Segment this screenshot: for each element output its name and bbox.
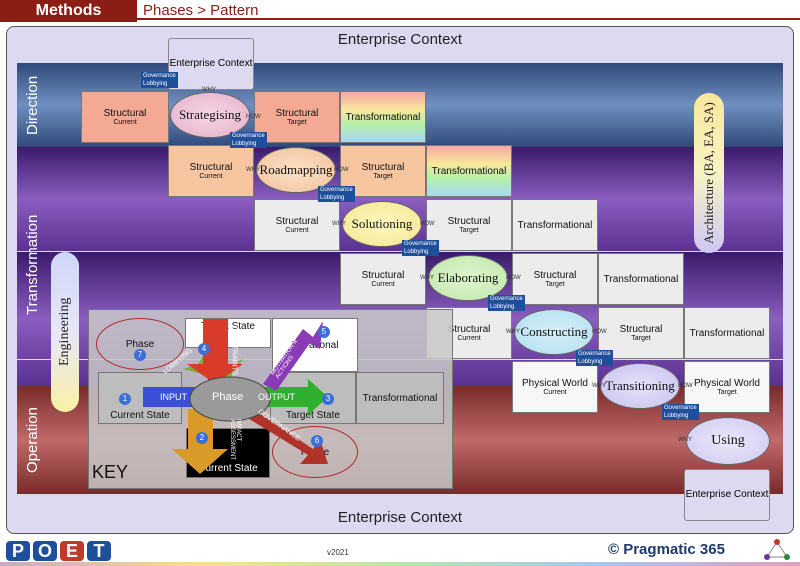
key-number-badge: 7 xyxy=(134,349,146,361)
constraints-arrow xyxy=(187,319,243,384)
logo-letter: O xyxy=(33,541,57,561)
why-tag: WHY xyxy=(506,329,520,335)
logo-letter: T xyxy=(87,541,111,561)
architecture-label: Architecture (BA, EA, SA) xyxy=(694,93,724,253)
enterprise-context-box-bottom[interactable]: Enterprise Context xyxy=(684,469,770,521)
enterprise-context-bottom: Enterprise Context xyxy=(337,509,463,526)
transformational-box[interactable]: Transformational xyxy=(598,253,684,305)
key-number-badge: 3 xyxy=(322,393,334,405)
key-phase-center xyxy=(189,376,271,422)
how-tag: HOW xyxy=(334,167,349,173)
engineering-label: Engineering xyxy=(51,252,79,412)
transformation-label: Transformation xyxy=(24,214,41,316)
section-title: Methods xyxy=(0,0,137,22)
why-tag: WHY xyxy=(420,275,434,281)
governance-arrow xyxy=(246,409,328,464)
transformational-box[interactable]: Transformational xyxy=(684,307,770,359)
direction-label: Direction xyxy=(24,75,41,135)
phase-constructing[interactable]: Constructing xyxy=(514,309,594,355)
breadcrumb[interactable]: Phases > Pattern xyxy=(137,0,800,20)
key-number-badge: 1 xyxy=(119,393,131,405)
version-label: v2021 xyxy=(327,548,349,557)
key-number-badge: 4 xyxy=(198,343,210,355)
output-label: OUTPUT xyxy=(258,392,295,402)
enterprise-context-box-top[interactable]: Enterprise Context xyxy=(168,38,254,90)
key-number-badge: 2 xyxy=(196,432,208,444)
motivation-arrow xyxy=(263,321,323,391)
brand-label: © Pragmatic 365 xyxy=(608,541,725,558)
phase-roadmapping[interactable]: Roadmapping xyxy=(256,147,336,193)
how-tag: HOW xyxy=(246,114,261,120)
phase-using[interactable]: Using xyxy=(686,417,770,465)
why-tag: WHY xyxy=(202,87,216,93)
why-tag: WHY xyxy=(592,383,606,389)
footer-gradient-line xyxy=(0,562,800,566)
phase-solutioning[interactable]: Solutioning xyxy=(342,201,422,247)
network-icon xyxy=(764,539,790,560)
impact-label: IMPACT ASSESSMENT xyxy=(229,419,241,461)
phase-strategising[interactable]: Strategising xyxy=(170,92,250,138)
key-phase-ellipse: Phase xyxy=(96,318,184,370)
phase-elaborating[interactable]: Elaborating xyxy=(428,255,508,301)
band-divider xyxy=(17,251,783,252)
key-number-badge: 5 xyxy=(318,326,330,338)
logo-letter: P xyxy=(6,541,30,561)
enterprise-context-top: Enterprise Context xyxy=(337,31,463,48)
input-label: INPUT xyxy=(160,392,187,402)
how-tag: HOW xyxy=(420,221,435,227)
why-tag: WHY xyxy=(678,437,692,443)
how-tag: HOW xyxy=(678,383,693,389)
constraints-label: CONSTRAINTS xyxy=(230,325,238,376)
poet-logo: P O E T xyxy=(6,541,111,561)
transformational-box[interactable]: Transformational xyxy=(340,91,426,143)
how-tag: HOW xyxy=(592,329,607,335)
why-tag: WHY xyxy=(332,221,346,227)
key-transformational-box: Transformational xyxy=(356,372,444,424)
transformational-box[interactable]: Transformational xyxy=(512,199,598,251)
operation-label: Operation xyxy=(24,407,41,473)
logo-letter: E xyxy=(60,541,84,561)
transformational-box[interactable]: Transformational xyxy=(426,145,512,197)
key-phase-center-label: Phase xyxy=(212,391,244,403)
phase-transitioning[interactable]: Transitioning xyxy=(600,363,680,409)
key-title: KEY xyxy=(92,462,129,482)
why-tag: WHY xyxy=(246,167,260,173)
key-number-badge: 6 xyxy=(311,435,323,447)
how-tag: HOW xyxy=(506,275,521,281)
